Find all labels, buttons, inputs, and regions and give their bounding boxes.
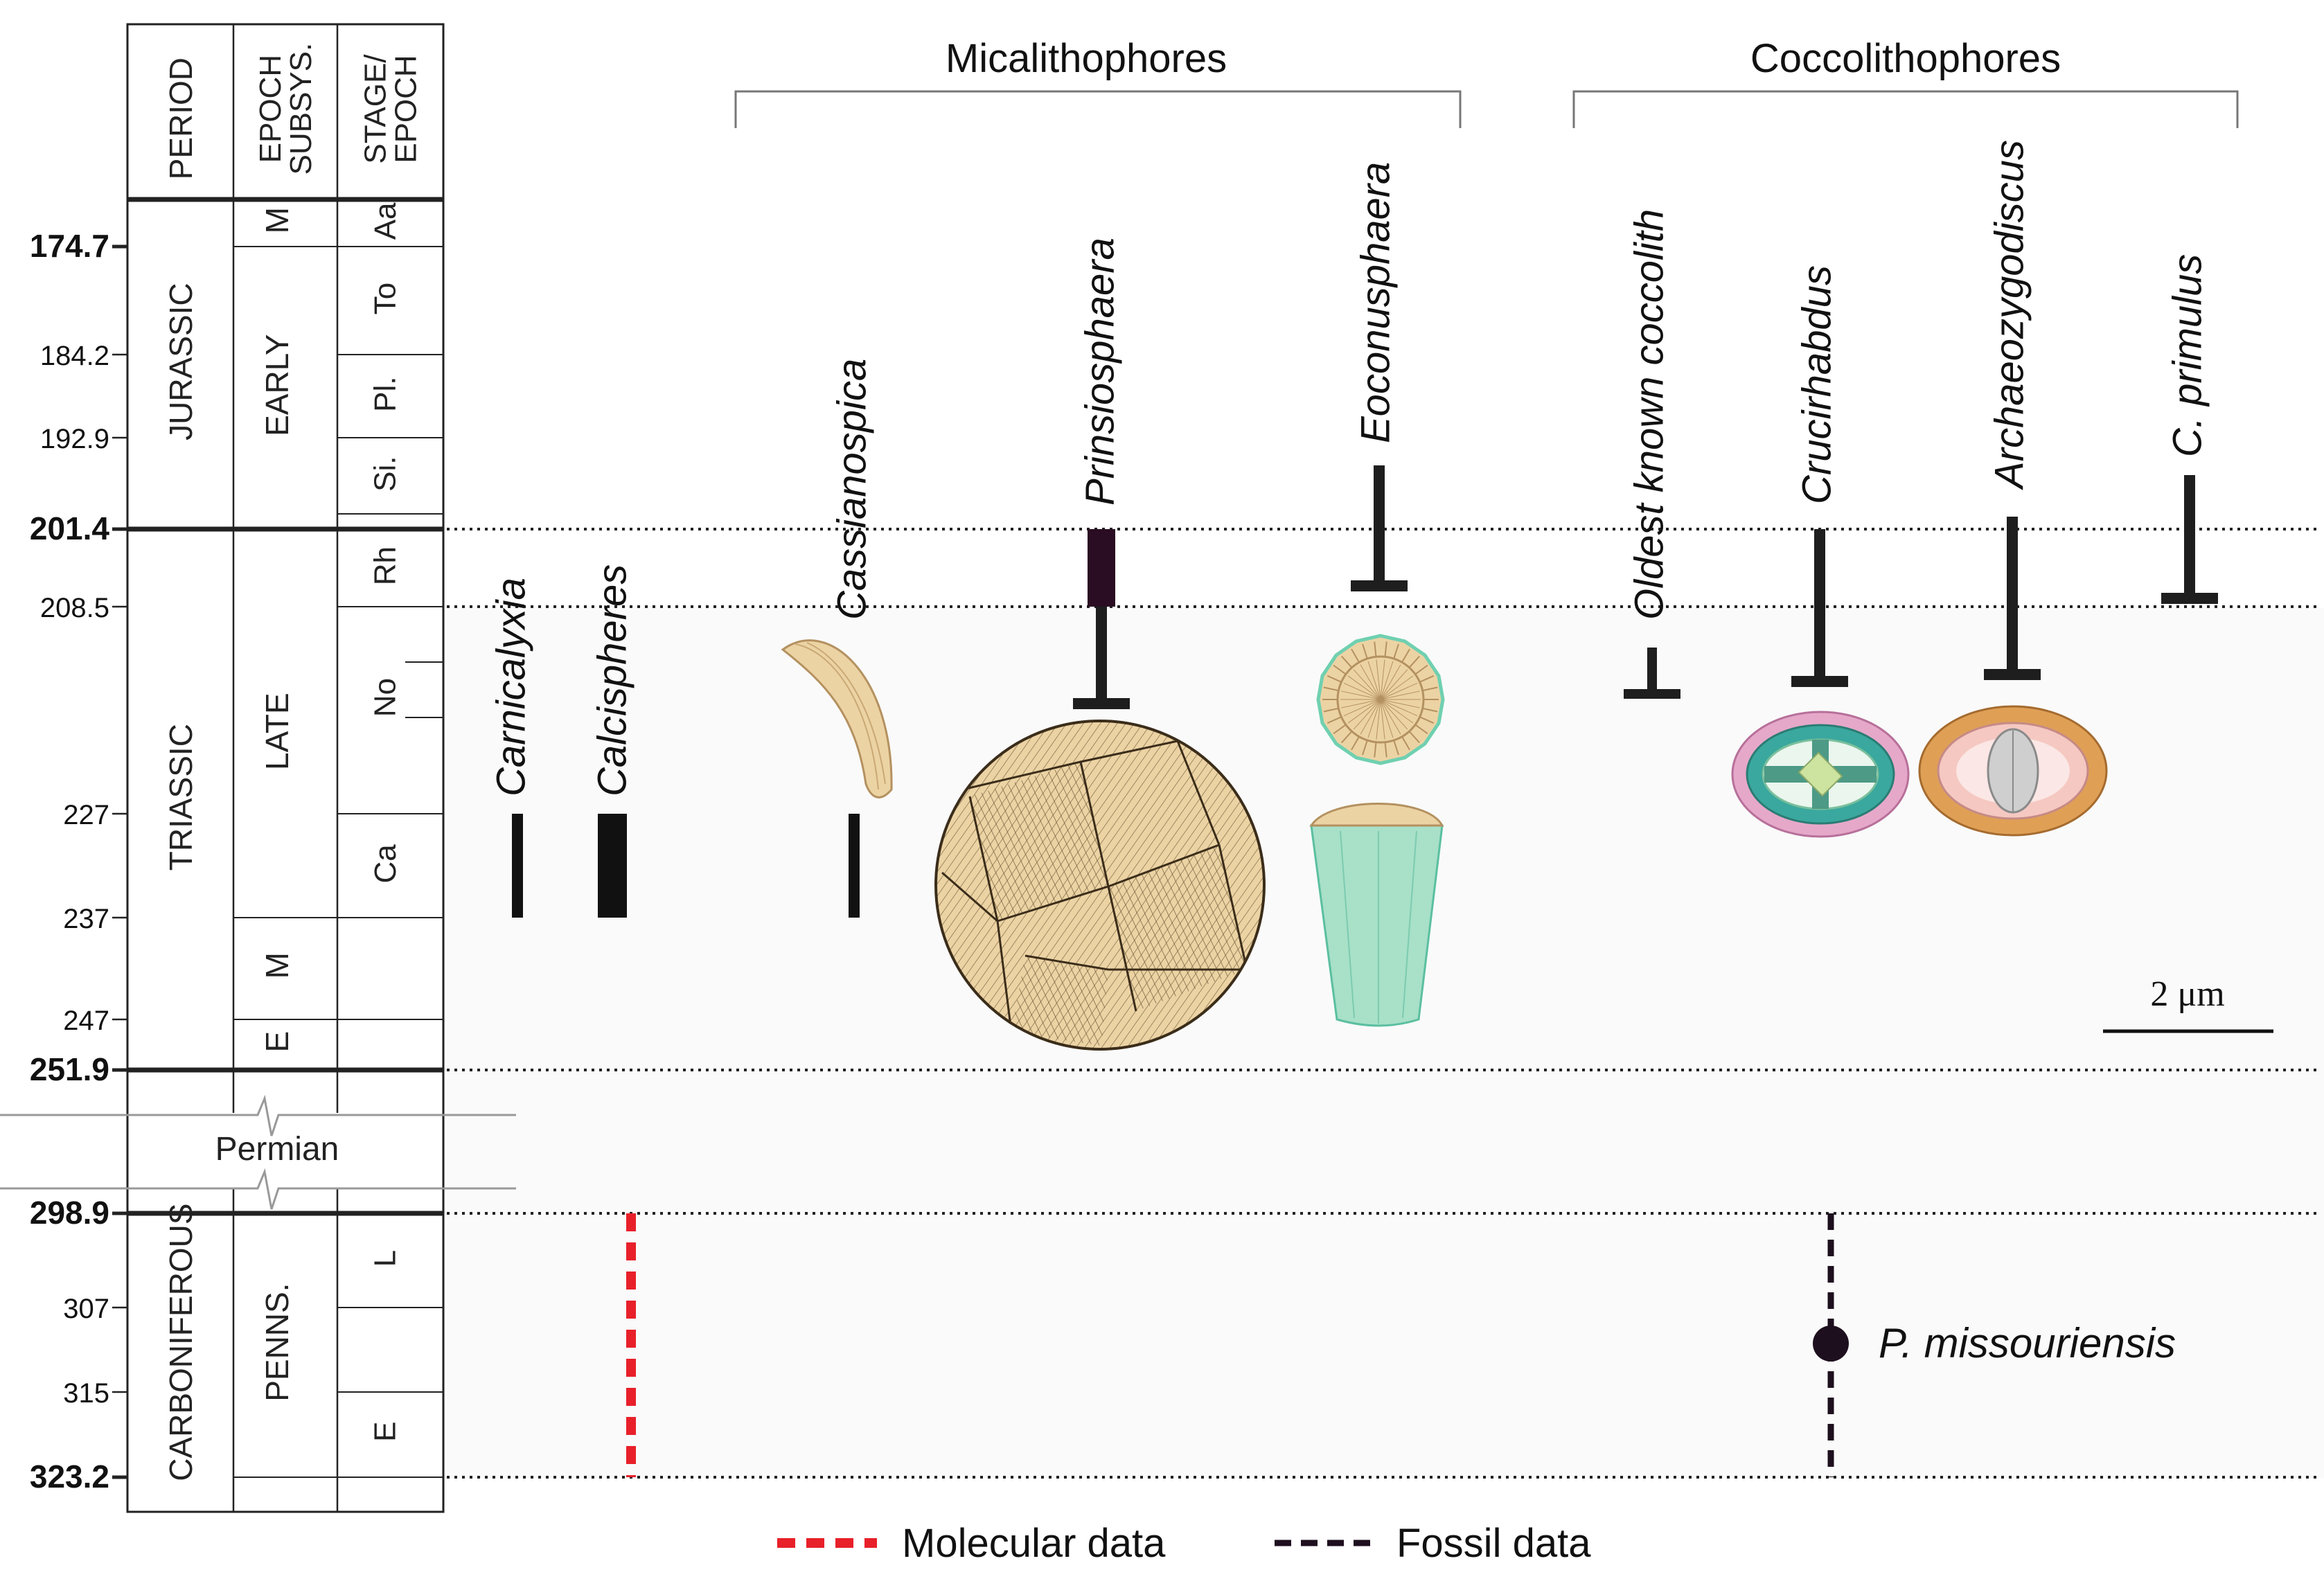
permian-break-line xyxy=(0,1168,516,1210)
crucirhabdus-range-bar xyxy=(1814,529,1825,680)
p-missouriensis-label: P. missouriensis xyxy=(1879,1320,2176,1366)
taxon-label: Oldest known coccolith xyxy=(1626,209,1671,620)
epoch-label: PENNS. xyxy=(259,1283,295,1402)
age-tick-label: 307 xyxy=(63,1294,109,1324)
stage-label: E xyxy=(369,1421,402,1441)
period-label: TRIASSIC xyxy=(163,724,199,871)
stage-label: Aa xyxy=(369,202,402,240)
cassianospica-illustration xyxy=(781,639,893,799)
oldest-coccolith-range-bar xyxy=(1647,648,1657,693)
taxon-label: Carnicalyxia xyxy=(488,578,533,796)
taxon-label: Archaeozygodiscus xyxy=(1987,140,2032,490)
legend-molecular-label: Molecular data xyxy=(902,1521,1166,1566)
c-primulus-range-bar xyxy=(2184,475,2195,597)
header-stage: STAGE/EPOCH xyxy=(358,54,423,164)
taxon-label: C. primulus xyxy=(2165,254,2210,457)
age-tick-label: 237 xyxy=(63,904,109,934)
stage-label: Rh xyxy=(369,546,402,585)
epoch-label: M xyxy=(259,207,295,233)
taxon-labels: Carnicalyxia Calcispheres Cassianospica Pri… xyxy=(488,140,2210,796)
age-tick-label: 323.2 xyxy=(30,1458,109,1495)
cassianospica-range-bar xyxy=(849,814,860,918)
micalithophores-bracket xyxy=(734,90,1462,128)
age-tick-label: 227 xyxy=(63,800,109,830)
permian-label: Permian xyxy=(215,1131,339,1168)
archaeozygodiscus-range-cap xyxy=(1984,669,2041,680)
oldest-coccolith-range-cap xyxy=(1624,689,1680,699)
stage-label: L xyxy=(369,1250,402,1267)
age-tick-label: 298.9 xyxy=(30,1195,109,1231)
age-tick-label: 174.7 xyxy=(30,228,109,264)
crucirhabdus-illustration xyxy=(1731,711,1910,838)
prinsiosphaera-illustration xyxy=(934,720,1266,1051)
carnicalyxia-range-bar xyxy=(512,814,523,918)
taxon-label: Eoconusphaera xyxy=(1353,162,1398,443)
range-bars xyxy=(512,465,2218,918)
age-tick-label: 251.9 xyxy=(30,1051,109,1087)
c-primulus-range-cap xyxy=(2161,593,2218,604)
coccolithophores-label: Coccolithophores xyxy=(1750,36,2061,81)
stage-label: Ca xyxy=(369,844,402,884)
eoconusphaera-range-cap xyxy=(1351,580,1408,591)
age-axis: 174.7 184.2 192.9 201.4 208.5 227 237 247 251.9 2… xyxy=(30,228,127,1495)
eoconusphaera-side-illustration xyxy=(1309,803,1444,1027)
stage-label: Si. xyxy=(369,456,402,491)
permian-break-mask xyxy=(129,1113,442,1188)
scale-bar-label: 2 μm xyxy=(2150,974,2224,1014)
age-tick-label: 201.4 xyxy=(30,510,110,546)
timescale-table xyxy=(126,23,445,1513)
coccolithophores-bracket xyxy=(1572,90,2239,128)
stage-label: Pl. xyxy=(369,376,402,411)
period-label: JURASSIC xyxy=(163,283,199,440)
header-epoch: EPOCHSUBSYS. xyxy=(254,43,318,175)
taxon-label: Prinsiosphaera xyxy=(1077,238,1122,506)
eoconusphaera-range-bar xyxy=(1374,465,1385,583)
permian-break-line xyxy=(0,1094,516,1136)
calcispheres-range-bar xyxy=(598,814,627,918)
archaeozygodiscus-illustration xyxy=(1918,705,2108,837)
age-tick-label: 192.9 xyxy=(40,424,109,454)
stage-label: No xyxy=(369,678,402,717)
age-tick-label: 184.2 xyxy=(40,341,109,371)
prinsiosphaera-range-bar xyxy=(1096,607,1107,704)
crucirhabdus-range-cap xyxy=(1791,676,1848,687)
p-missouriensis-point xyxy=(1813,1326,1849,1362)
stage-label: To xyxy=(369,283,402,314)
taxon-label: Crucirhabdus xyxy=(1794,265,1839,504)
micalithophores-label: Micalithophores xyxy=(946,36,1227,81)
age-tick-label: 247 xyxy=(63,1006,109,1036)
epoch-label: M xyxy=(259,952,295,979)
age-tick-label: 208.5 xyxy=(40,593,109,623)
header-period: PERIOD xyxy=(163,57,199,179)
timescale-labels: JURASSIC TRIASSIC CARBONIFEROUS M EARLY LATE M… xyxy=(163,202,402,1481)
prinsiosphaera-range-box xyxy=(1088,529,1115,607)
epoch-label: LATE xyxy=(259,693,295,770)
epoch-label: E xyxy=(259,1031,295,1053)
period-label: CARBONIFEROUS xyxy=(163,1204,199,1481)
eoconusphaera-top-illustration xyxy=(1316,634,1445,765)
archaeozygodiscus-range-bar xyxy=(2007,517,2018,673)
taxon-label: Cassianospica xyxy=(829,359,874,620)
age-tick-label: 315 xyxy=(63,1378,109,1409)
legend-fossil-label: Fossil data xyxy=(1396,1521,1591,1566)
prinsiosphaera-range-cap xyxy=(1073,698,1130,709)
taxon-label: Calcispheres xyxy=(589,564,635,796)
epoch-label: EARLY xyxy=(259,334,295,436)
